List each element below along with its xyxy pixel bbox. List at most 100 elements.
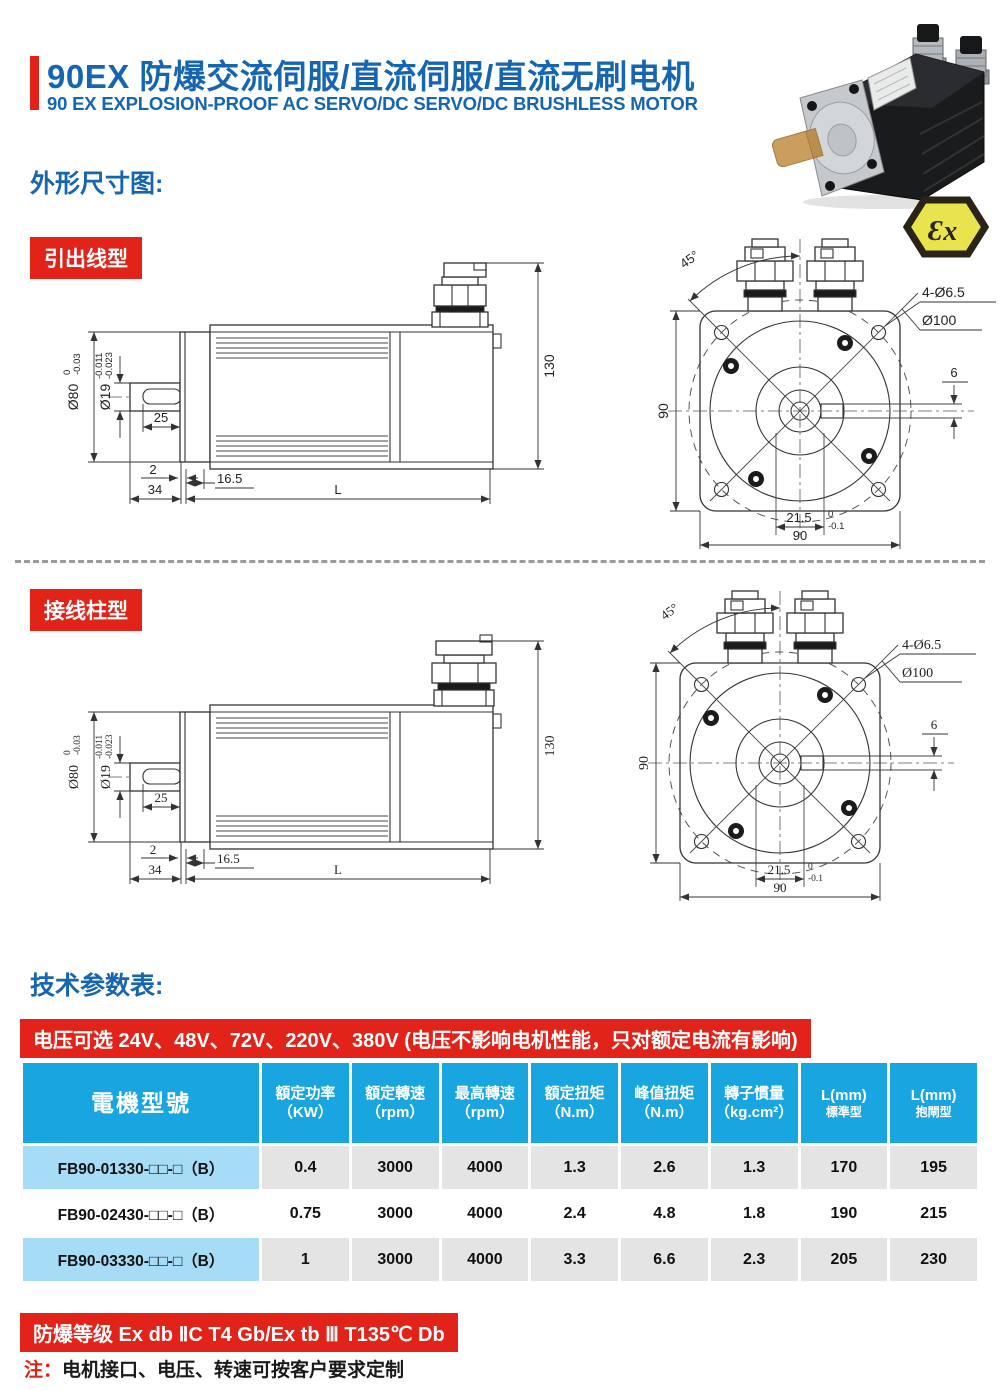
lead-wire-side-drawing: Ø80 0 -0.03 Ø19 -0.011 -0.023 25 2 16.5 <box>62 262 557 504</box>
motor-product-photo <box>771 24 990 209</box>
dim-width: 90 <box>793 528 807 543</box>
terminal-front-drawing: 45° 4-Ø6.5 Ø100 90 21.5 0 -0.1 90 6 <box>637 590 976 901</box>
dim-shaft-len: 25 <box>155 790 168 805</box>
dim-bolt-circle: Ø100 <box>922 312 956 328</box>
dim-flange-tol-upper: 0 <box>62 370 73 375</box>
lead-wire-front-drawing: 45° 4-Ø6.5 Ø100 90 21.5 0 -0.1 90 6 <box>655 238 996 549</box>
ex-badge-text: Ɛx <box>928 216 958 247</box>
value-cell: 6.6 <box>621 1238 708 1281</box>
lead-wire-type-label: 引出线型 <box>30 237 142 279</box>
dim-holes: 4-Ø6.5 <box>902 638 941 653</box>
model-cell: FB90-03330-□□-□（B） <box>23 1238 259 1281</box>
dim-flange-tol-upper: 0 <box>63 750 73 755</box>
value-cell: 190 <box>800 1192 888 1235</box>
value-cell: 4000 <box>441 1146 529 1189</box>
dim-shaft-len: 25 <box>154 410 168 425</box>
dim-key-width: 21.5 <box>786 510 811 525</box>
footer-note: 注：电机接口、电压、转速可按客户要求定制 <box>24 1355 404 1382</box>
value-cell: 2.3 <box>710 1238 798 1281</box>
gland-left <box>716 590 774 664</box>
value-cell: 3.3 <box>531 1238 618 1281</box>
col-header-peak-torque: 峰值扭矩（N.m） <box>621 1063 708 1143</box>
value-cell: 4000 <box>441 1192 529 1235</box>
section-divider <box>15 560 985 563</box>
table-row: FB90-02430-□□-□（B） 0.75 3000 4000 2.4 4.… <box>23 1192 977 1235</box>
table-row: FB90-03330-□□-□（B） 1 3000 4000 3.3 6.6 2… <box>23 1238 977 1281</box>
value-cell: 0.4 <box>262 1146 349 1189</box>
motor-shaft <box>771 127 824 168</box>
terminal-connector <box>431 634 497 707</box>
table-row: FB90-01330-□□-□（B） 0.4 3000 4000 1.3 2.6… <box>23 1146 977 1189</box>
dim-body-len: L <box>334 862 342 877</box>
value-cell: 4.8 <box>621 1192 708 1235</box>
motor-outline <box>108 324 502 470</box>
dim-key-tol-lower: -0.1 <box>828 521 844 532</box>
col-header-rotor-inertia: 轉子慣量（kg.cm²） <box>710 1063 798 1143</box>
voltage-options-banner: 电压可选 24V、48V、72V、220V、380V (电压不影响电机性能，只对… <box>20 1019 811 1058</box>
dim-flange-dia: Ø80 <box>65 384 81 411</box>
note-text: 电机接口、电压、转速可按客户要求定制 <box>62 1360 405 1381</box>
dim-total-height: 130 <box>543 736 558 757</box>
terminal-side-drawing: Ø80 0 -0.03 Ø19 -0.011 -0.023 25 2 16.5 <box>63 634 558 884</box>
dim-flange-tol-lower: -0.03 <box>73 735 83 755</box>
col-header-max-speed: 最高轉速（rpm） <box>441 1063 529 1143</box>
dim-bolt-circle: Ø100 <box>902 666 933 681</box>
cable-gland-connector <box>431 262 489 328</box>
title-accent-bar <box>30 56 39 110</box>
dim-shaft-dia: Ø19 <box>99 765 114 789</box>
value-cell: 2.6 <box>621 1146 708 1189</box>
gland-left <box>736 238 794 312</box>
value-cell: 195 <box>890 1146 977 1189</box>
gland-right <box>806 238 864 312</box>
ex-hexagon <box>903 196 989 258</box>
motor-outline <box>108 704 502 850</box>
terminal-type-label: 接线柱型 <box>30 589 142 631</box>
dim-key-tol-upper: 0 <box>828 509 833 520</box>
dim-flange-tol-lower: -0.03 <box>72 353 83 375</box>
value-cell: 215 <box>890 1192 977 1235</box>
value-cell: 1.8 <box>710 1192 798 1235</box>
dim-boss-len: 16.5 <box>217 471 242 486</box>
dim-width: 90 <box>774 880 787 895</box>
col-header-length-brake: L(mm)抱閘型 <box>890 1063 977 1143</box>
dim-body-len: L <box>334 482 341 497</box>
col-header-rated-torque: 額定扭矩（N.m） <box>531 1063 618 1143</box>
page-title: 90EX 防爆交流伺服/直流伺服/直流无刷电机 <box>47 58 695 95</box>
col-header-model: 電機型號 <box>23 1063 259 1143</box>
dim-height: 90 <box>655 403 671 419</box>
dim-shaft-dia: Ø19 <box>97 384 113 411</box>
atex-ex-badge: Ɛx <box>903 196 989 258</box>
value-cell: 1.3 <box>531 1146 618 1189</box>
model-cell: FB90-01330-□□-□（B） <box>23 1146 259 1189</box>
dimensions: Ø80 0 -0.03 Ø19 -0.011 -0.023 25 2 16.5 <box>62 262 557 504</box>
note-prefix: 注： <box>24 1360 63 1381</box>
dim-flange-dia: Ø80 <box>67 765 82 789</box>
value-cell: 1 <box>262 1238 349 1281</box>
value-cell: 3000 <box>351 1192 439 1235</box>
flange-outline <box>687 292 962 523</box>
dimensions: 45° 4-Ø6.5 Ø100 90 21.5 0 -0.1 90 6 <box>637 600 976 901</box>
col-header-rated-power: 額定功率（KW） <box>262 1063 349 1143</box>
dim-height: 90 <box>637 756 652 770</box>
spec-table-header-row: 電機型號 額定功率（KW） 額定轉速（rpm） 最高轉速（rpm） 額定扭矩（N… <box>23 1063 977 1143</box>
dim-shaft-tol-lower: -0.023 <box>104 352 115 379</box>
dimensions: 45° 4-Ø6.5 Ø100 90 21.5 0 -0.1 90 6 <box>655 248 996 549</box>
value-cell: 4000 <box>441 1238 529 1281</box>
dimensions: Ø80 0 -0.03 Ø19 -0.011 -0.023 25 2 16.5 <box>63 640 558 884</box>
dim-front-len: 34 <box>148 482 162 497</box>
value-cell: 2.4 <box>531 1192 618 1235</box>
dim-key-offset: 6 <box>931 717 938 732</box>
dim-boss-len: 16.5 <box>217 851 240 866</box>
model-cell: FB90-02430-□□-□（B） <box>23 1192 259 1235</box>
value-cell: 1.3 <box>710 1146 798 1189</box>
explosion-rating-banner: 防爆等级 Ex db ⅡC T4 Gb/Ex tb Ⅲ T135℃ Db <box>20 1313 458 1352</box>
outline-section-heading: 外形尺寸图: <box>30 170 164 198</box>
page-subtitle: 90 EX EXPLOSION-PROOF AC SERVO/DC SERVO/… <box>47 93 698 114</box>
gland-right <box>786 590 844 664</box>
dim-plate-thk: 2 <box>150 842 157 857</box>
dim-key-tol-lower: -0.1 <box>808 874 823 884</box>
dim-shaft-tol-upper: -0.011 <box>95 735 105 759</box>
dim-plate-thk: 2 <box>149 462 156 477</box>
flange-outline <box>667 644 942 875</box>
